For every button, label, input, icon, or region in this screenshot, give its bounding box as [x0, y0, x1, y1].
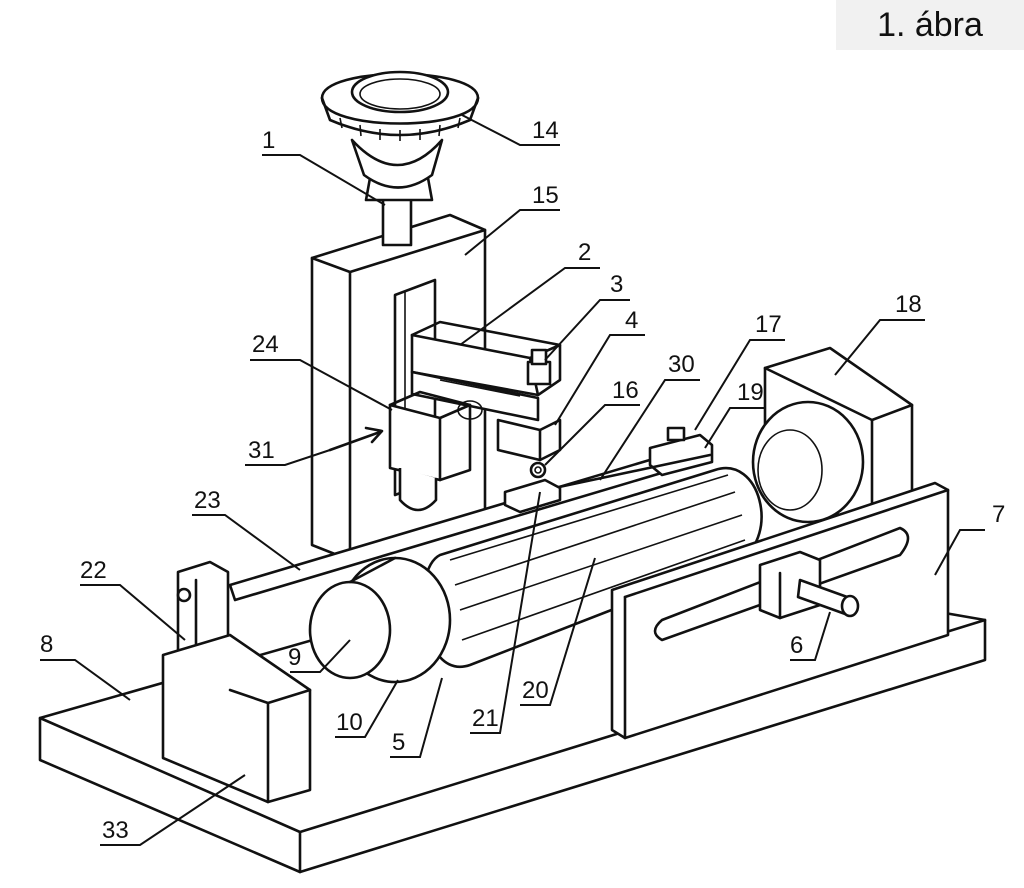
- label-8: 8: [40, 631, 53, 658]
- small-plate: [503, 478, 562, 514]
- adjusting-bolt: [526, 348, 552, 386]
- leader-lines: [40, 114, 985, 846]
- label-33: 33: [102, 817, 129, 844]
- knurled-knob: [320, 70, 480, 141]
- label-5: 5: [392, 729, 405, 756]
- label-4: 4: [625, 307, 638, 334]
- label-15: 15: [532, 182, 559, 209]
- label-14: 14: [532, 117, 559, 144]
- arrow-31: [328, 426, 384, 452]
- guide-strip: [543, 453, 712, 492]
- label-19: 19: [737, 379, 764, 406]
- label-2: 2: [578, 239, 591, 266]
- label-21: 21: [472, 705, 499, 732]
- label-3: 3: [610, 271, 623, 298]
- label-23: 23: [194, 487, 221, 514]
- slider-block-6: [758, 550, 860, 620]
- horizontal-arm: [410, 320, 562, 422]
- label-17: 17: [755, 311, 782, 338]
- label-24: 24: [252, 331, 279, 358]
- label-22: 22: [80, 557, 107, 584]
- label-1: 1: [262, 127, 275, 154]
- label-7: 7: [992, 501, 1005, 528]
- label-30: 30: [668, 351, 695, 378]
- sliding-block: [388, 390, 483, 512]
- label-9: 9: [288, 644, 301, 671]
- label-16: 16: [612, 377, 639, 404]
- spindle-left: [308, 556, 452, 684]
- clamp-block: [648, 426, 714, 477]
- label-10: 10: [336, 709, 363, 736]
- right-housing: [751, 346, 914, 537]
- base-block: [161, 633, 312, 804]
- adjusting-screw: [350, 138, 444, 247]
- label-20: 20: [522, 677, 549, 704]
- label-6: 6: [790, 632, 803, 659]
- label-18: 18: [895, 291, 922, 318]
- figure-title: 1. ábra: [836, 0, 1024, 50]
- cutter-holder: [496, 418, 562, 479]
- part-labels: 1 14 15 2 3 4 24 30 17 18 16 19 31 23 22…: [40, 117, 1005, 844]
- label-31: 31: [248, 437, 275, 464]
